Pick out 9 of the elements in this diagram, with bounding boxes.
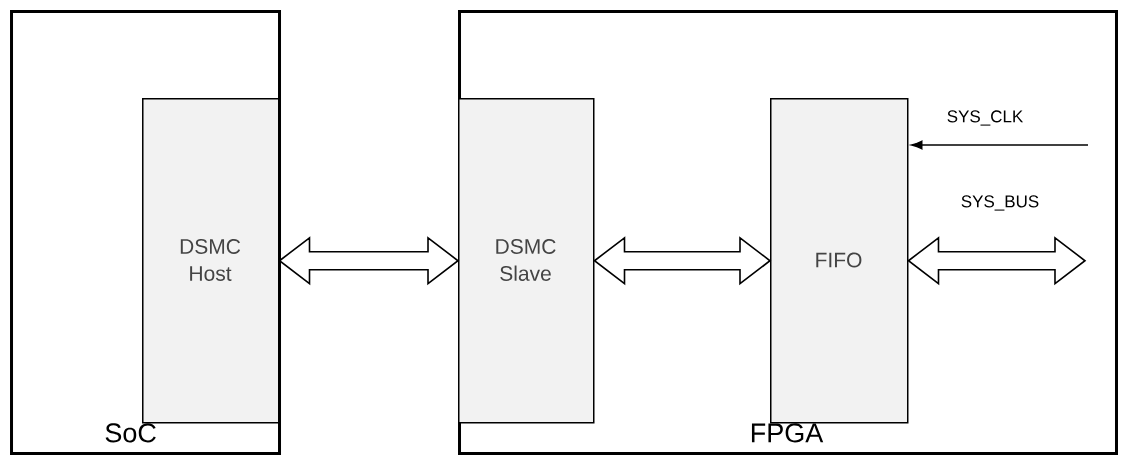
edge-label: SYS_CLK: [945, 109, 1025, 127]
block-box: FIFO: [770, 98, 909, 424]
block-box: DSMC Host: [142, 98, 280, 424]
block-box: DSMC Slave: [458, 98, 595, 424]
arrow: [911, 140, 1089, 150]
double-arrow: [278, 236, 460, 286]
edge-label: SYS_BUS: [959, 194, 1041, 212]
double-arrow: [593, 236, 772, 286]
double-arrow: [907, 236, 1087, 286]
